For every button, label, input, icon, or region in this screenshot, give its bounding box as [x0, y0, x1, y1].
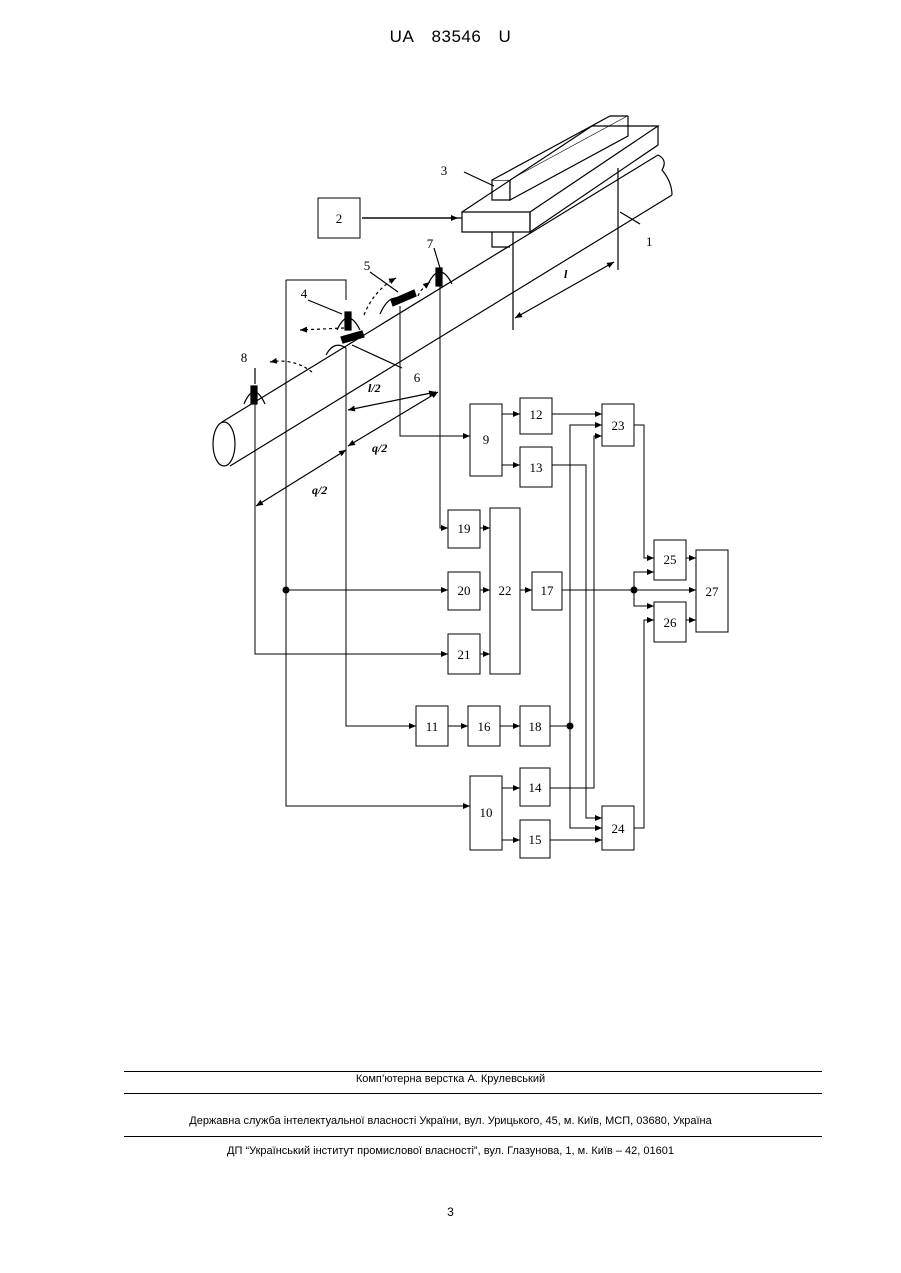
label-12: 12 — [530, 407, 543, 422]
dim-l-label: l — [564, 267, 568, 281]
label-4: 4 — [301, 286, 308, 301]
pipe-break — [658, 155, 672, 195]
label-20: 20 — [458, 583, 471, 598]
dim-q-half-left-label: q/2 — [312, 483, 327, 497]
transducer-5 — [380, 290, 416, 314]
dim-q-half-right-label: q/2 — [372, 441, 387, 455]
label-17: 17 — [541, 583, 555, 598]
layout-credit: Комп’ютерна верстка А. Крулевський — [0, 1073, 901, 1085]
wiring — [255, 280, 696, 840]
agency-address: Державна служба інтелектуальної власност… — [0, 1115, 901, 1127]
label-25: 25 — [664, 552, 677, 567]
label-8: 8 — [241, 350, 248, 365]
label-2: 2 — [336, 211, 343, 226]
label-22: 22 — [499, 583, 512, 598]
footer-divider-3 — [124, 1136, 822, 1137]
label-14: 14 — [529, 780, 543, 795]
institute-address: ДП “Український інститут промислової вла… — [0, 1145, 901, 1157]
label-21: 21 — [458, 647, 471, 662]
label-1: 1 — [646, 234, 653, 249]
footer-divider-2 — [124, 1093, 822, 1094]
label-15: 15 — [529, 832, 542, 847]
label-9: 9 — [483, 432, 490, 447]
pipe-end — [213, 422, 235, 466]
label-3: 3 — [441, 163, 448, 178]
label-19: 19 — [458, 521, 471, 536]
transducer-6 — [326, 331, 364, 355]
label-16: 16 — [478, 719, 492, 734]
label-26: 26 — [664, 615, 678, 630]
footer-divider-1 — [124, 1071, 822, 1072]
page-number: 3 — [0, 1205, 901, 1219]
transducer-4 — [337, 312, 360, 330]
transducer-8 — [244, 386, 265, 404]
label-27: 27 — [706, 584, 720, 599]
label-23: 23 — [612, 418, 625, 433]
label-11: 11 — [426, 719, 439, 734]
label-18: 18 — [529, 719, 542, 734]
blocks — [318, 198, 728, 858]
label-7: 7 — [427, 236, 434, 251]
label-6: 6 — [414, 370, 421, 385]
rail-assembly — [462, 116, 658, 247]
dim-l-half-label: l/2 — [368, 381, 381, 395]
label-24: 24 — [612, 821, 626, 836]
label-13: 13 — [530, 460, 543, 475]
label-5: 5 — [364, 258, 371, 273]
label-10: 10 — [480, 805, 493, 820]
